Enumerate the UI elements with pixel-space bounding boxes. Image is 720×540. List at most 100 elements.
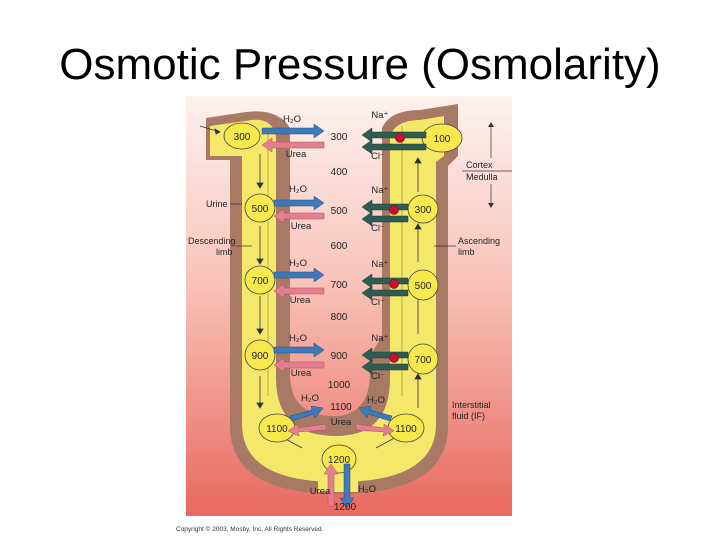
urea-arrow-icon <box>287 423 327 437</box>
ascending-value: 700 <box>415 355 432 366</box>
ascending-value: 500 <box>415 281 432 292</box>
h2o-arrow-icon <box>261 123 325 139</box>
cl-arrow-icon <box>361 359 409 375</box>
interstitial-values: 300 400 500 600 700 800 900 1000 1100 12… <box>328 132 357 513</box>
urea-label: Urea <box>291 221 312 232</box>
bottom-loop-value: 1200 <box>328 455 351 466</box>
if-value-400: 400 <box>331 167 348 178</box>
h2o-label: H₂O <box>301 393 319 404</box>
if-value-300: 300 <box>331 132 348 143</box>
active-transport-pumps <box>389 133 405 363</box>
h2o-label: H₂O <box>367 395 385 406</box>
ascending-ellipse: 500 <box>407 269 439 301</box>
urea-arrows <box>261 137 395 507</box>
bottom-ellipse: 1200 <box>321 444 357 474</box>
ascending-ellipse: 1100 <box>387 413 425 443</box>
urine-label: Urine <box>206 199 228 209</box>
if-value-600: 600 <box>331 241 348 252</box>
ascending-ellipse: 300 <box>407 194 439 224</box>
h2o-arrow-icon <box>289 405 324 422</box>
urea-arrow-icon <box>261 137 325 153</box>
flow-arrows <box>199 125 422 449</box>
na-label: Na⁺ <box>371 110 388 121</box>
na-label: Na⁺ <box>371 259 388 270</box>
descending-value: 500 <box>252 204 269 215</box>
cl-label: Cl⁻ <box>371 297 385 308</box>
urea-arrow-icon <box>355 423 395 437</box>
na-arrow-icon <box>361 127 427 143</box>
cl-label: Cl⁻ <box>371 151 385 162</box>
pump-icon <box>389 353 399 363</box>
ascending-value: 100 <box>434 134 451 145</box>
h2o-arrow-icon <box>339 463 355 509</box>
cl-arrow-icon <box>361 285 409 301</box>
na-arrow-icon <box>361 199 409 215</box>
descending-ellipse: 500 <box>244 193 276 223</box>
na-label: Na⁺ <box>371 333 388 344</box>
h2o-label: H₂O <box>283 114 301 125</box>
ascending-value: 300 <box>415 205 432 216</box>
molecule-labels: H₂O Urea H₂O Urea H₂O Urea H₂O Urea H₂O … <box>283 110 389 497</box>
slide-title: Osmotic Pressure (Osmolarity) <box>59 40 661 89</box>
urea-arrow-icon <box>273 357 325 373</box>
urea-label: Urea <box>310 486 331 497</box>
urea-label: Urea <box>331 417 352 428</box>
descending-value: 300 <box>234 132 251 143</box>
descending-value: 1100 <box>266 424 288 435</box>
pump-icon <box>395 133 405 143</box>
side-labels: Urine Descending limb Ascending limb Cor… <box>188 122 512 421</box>
ascending-label-line2: limb <box>458 247 475 257</box>
copyright-text: Copyright © 2003, Mosby, Inc. All Rights… <box>176 526 324 533</box>
interstitial-label-line1: Interstitial <box>452 400 491 410</box>
if-value-500: 500 <box>331 206 348 217</box>
cl-label: Cl⁻ <box>371 371 385 382</box>
loop-diagram-svg: 300 500 700 900 1100 100 300 <box>186 96 512 516</box>
pump-icon <box>389 279 399 289</box>
cl-arrow-icon <box>361 211 409 227</box>
h2o-arrow-icon <box>273 342 325 358</box>
cortex-label: Cortex <box>466 160 493 170</box>
cl-label: Cl⁻ <box>371 223 385 234</box>
h2o-label: H₂O <box>289 333 307 344</box>
descending-ellipse: 300 <box>223 122 261 150</box>
ascending-value: 1100 <box>395 424 417 435</box>
h2o-arrow-icon <box>358 405 393 422</box>
if-value-1100: 1100 <box>330 402 352 413</box>
water-arrows <box>261 123 393 509</box>
na-arrow-icon <box>361 273 409 289</box>
urea-label: Urea <box>291 368 312 379</box>
urea-arrow-icon <box>273 283 325 299</box>
ascending-limb-ellipses: 100 300 500 700 1100 <box>387 123 463 443</box>
medulla-label: Medulla <box>466 172 498 182</box>
na-label: Na⁺ <box>371 185 388 196</box>
urea-label: Urea <box>290 295 311 306</box>
h2o-label: H₂O <box>289 258 307 269</box>
h2o-arrow-icon <box>273 195 325 211</box>
if-value-900: 900 <box>331 351 348 362</box>
ascending-ellipse: 700 <box>407 343 439 375</box>
bottom-value: 1200 <box>334 502 357 513</box>
cl-arrow-icon <box>361 139 427 155</box>
if-value-700: 700 <box>331 280 348 291</box>
descending-value: 700 <box>252 276 269 287</box>
descending-limb-ellipses: 300 500 700 900 1100 <box>223 122 296 443</box>
descending-ellipse: 700 <box>244 265 276 295</box>
descending-ellipse: 900 <box>244 339 276 371</box>
h2o-label: H₂O <box>289 184 307 195</box>
descending-value: 900 <box>252 351 269 362</box>
descending-label-line1: Descending <box>188 236 236 246</box>
loop-of-henle-diagram: 300 500 700 900 1100 100 300 <box>186 96 512 516</box>
if-value-1000: 1000 <box>328 380 351 391</box>
urea-label: Urea <box>286 149 307 160</box>
urea-arrow-icon <box>323 463 339 507</box>
na-arrow-icon <box>361 347 409 363</box>
if-value-800: 800 <box>331 312 348 323</box>
salt-arrows <box>361 127 427 375</box>
ascending-label-line1: Ascending <box>458 236 500 246</box>
urea-arrow-icon <box>273 208 325 224</box>
ascending-ellipse: 100 <box>421 123 463 153</box>
h2o-arrow-icon <box>273 267 325 283</box>
descending-label-line2: limb <box>216 247 233 257</box>
h2o-label: H₂O <box>358 484 376 495</box>
interstitial-label-line2: fluid (IF) <box>452 411 485 421</box>
